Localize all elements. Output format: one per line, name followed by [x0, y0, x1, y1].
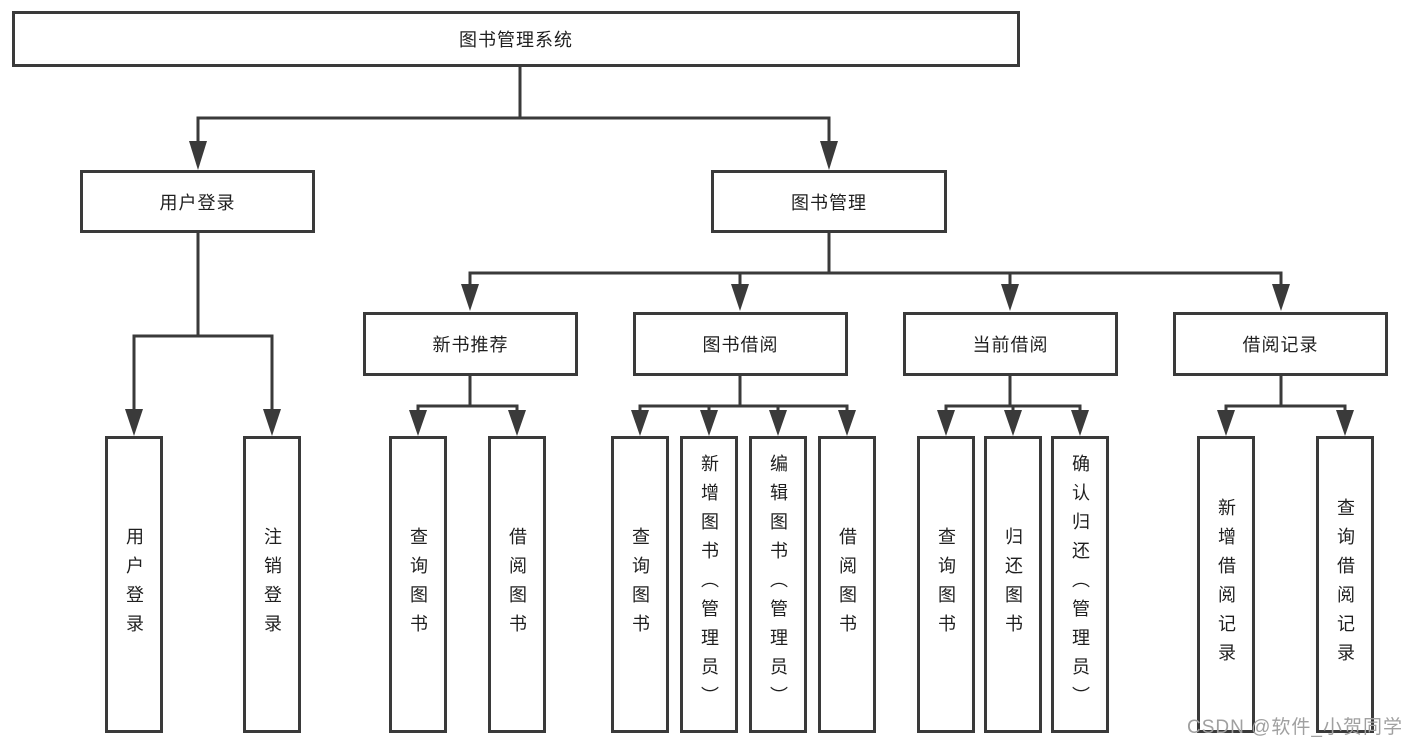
node-leaf-label: 新增图书（管理员） [699, 454, 719, 715]
node-borrow-record: 借阅记录 [1173, 312, 1388, 376]
csdn-watermark: CSDN @软件_小贺同学 [1187, 717, 1403, 738]
node-leaf-label: 新增借阅记录 [1216, 497, 1236, 672]
node-leaf-label: 注销登录 [262, 526, 282, 643]
node-book-borrow: 图书借阅 [633, 312, 848, 376]
node-leaf-label: 借阅图书 [507, 526, 527, 643]
node-leaf-label: 借阅图书 [837, 526, 857, 643]
node-leaf-query-book-3: 查询图书 [917, 436, 975, 733]
node-borrow-record-label: 借阅记录 [1242, 335, 1319, 355]
node-leaf-query-book-1: 查询图书 [389, 436, 447, 733]
node-leaf-borrow-book-1: 借阅图书 [488, 436, 546, 733]
node-leaf-label: 查询借阅记录 [1335, 497, 1355, 672]
node-leaf-confirm-return-admin: 确认归还（管理员） [1051, 436, 1109, 733]
node-root-system: 图书管理系统 [12, 11, 1020, 67]
node-book-borrow-label: 图书借阅 [702, 335, 779, 355]
node-current-borrow-label: 当前借阅 [972, 335, 1049, 355]
node-leaf-edit-book-admin: 编辑图书（管理员） [749, 436, 807, 733]
node-leaf-label: 查询图书 [408, 526, 428, 643]
node-book-management-label: 图书管理 [791, 192, 867, 213]
node-leaf-label: 用户登录 [124, 526, 144, 643]
node-leaf-return-book: 归还图书 [984, 436, 1042, 733]
node-leaf-user-login: 用户登录 [105, 436, 163, 733]
node-book-management: 图书管理 [711, 170, 947, 233]
node-leaf-query-borrow-record: 查询借阅记录 [1316, 436, 1374, 733]
node-leaf-label: 编辑图书（管理员） [768, 454, 788, 715]
node-leaf-add-book-admin: 新增图书（管理员） [680, 436, 738, 733]
node-new-book-recommend: 新书推荐 [363, 312, 578, 376]
node-leaf-add-borrow-record: 新增借阅记录 [1197, 436, 1255, 733]
node-current-borrow: 当前借阅 [903, 312, 1118, 376]
node-leaf-label: 归还图书 [1003, 526, 1023, 643]
node-leaf-borrow-book-2: 借阅图书 [818, 436, 876, 733]
node-leaf-label: 确认归还（管理员） [1070, 454, 1090, 715]
node-leaf-label: 查询图书 [936, 526, 956, 643]
node-leaf-logout: 注销登录 [243, 436, 301, 733]
node-user-login: 用户登录 [80, 170, 315, 233]
node-leaf-label: 查询图书 [630, 526, 650, 643]
node-root-label: 图书管理系统 [459, 30, 573, 50]
node-new-book-recommend-label: 新书推荐 [432, 335, 509, 355]
node-user-login-label: 用户登录 [159, 192, 236, 213]
node-leaf-query-book-2: 查询图书 [611, 436, 669, 733]
